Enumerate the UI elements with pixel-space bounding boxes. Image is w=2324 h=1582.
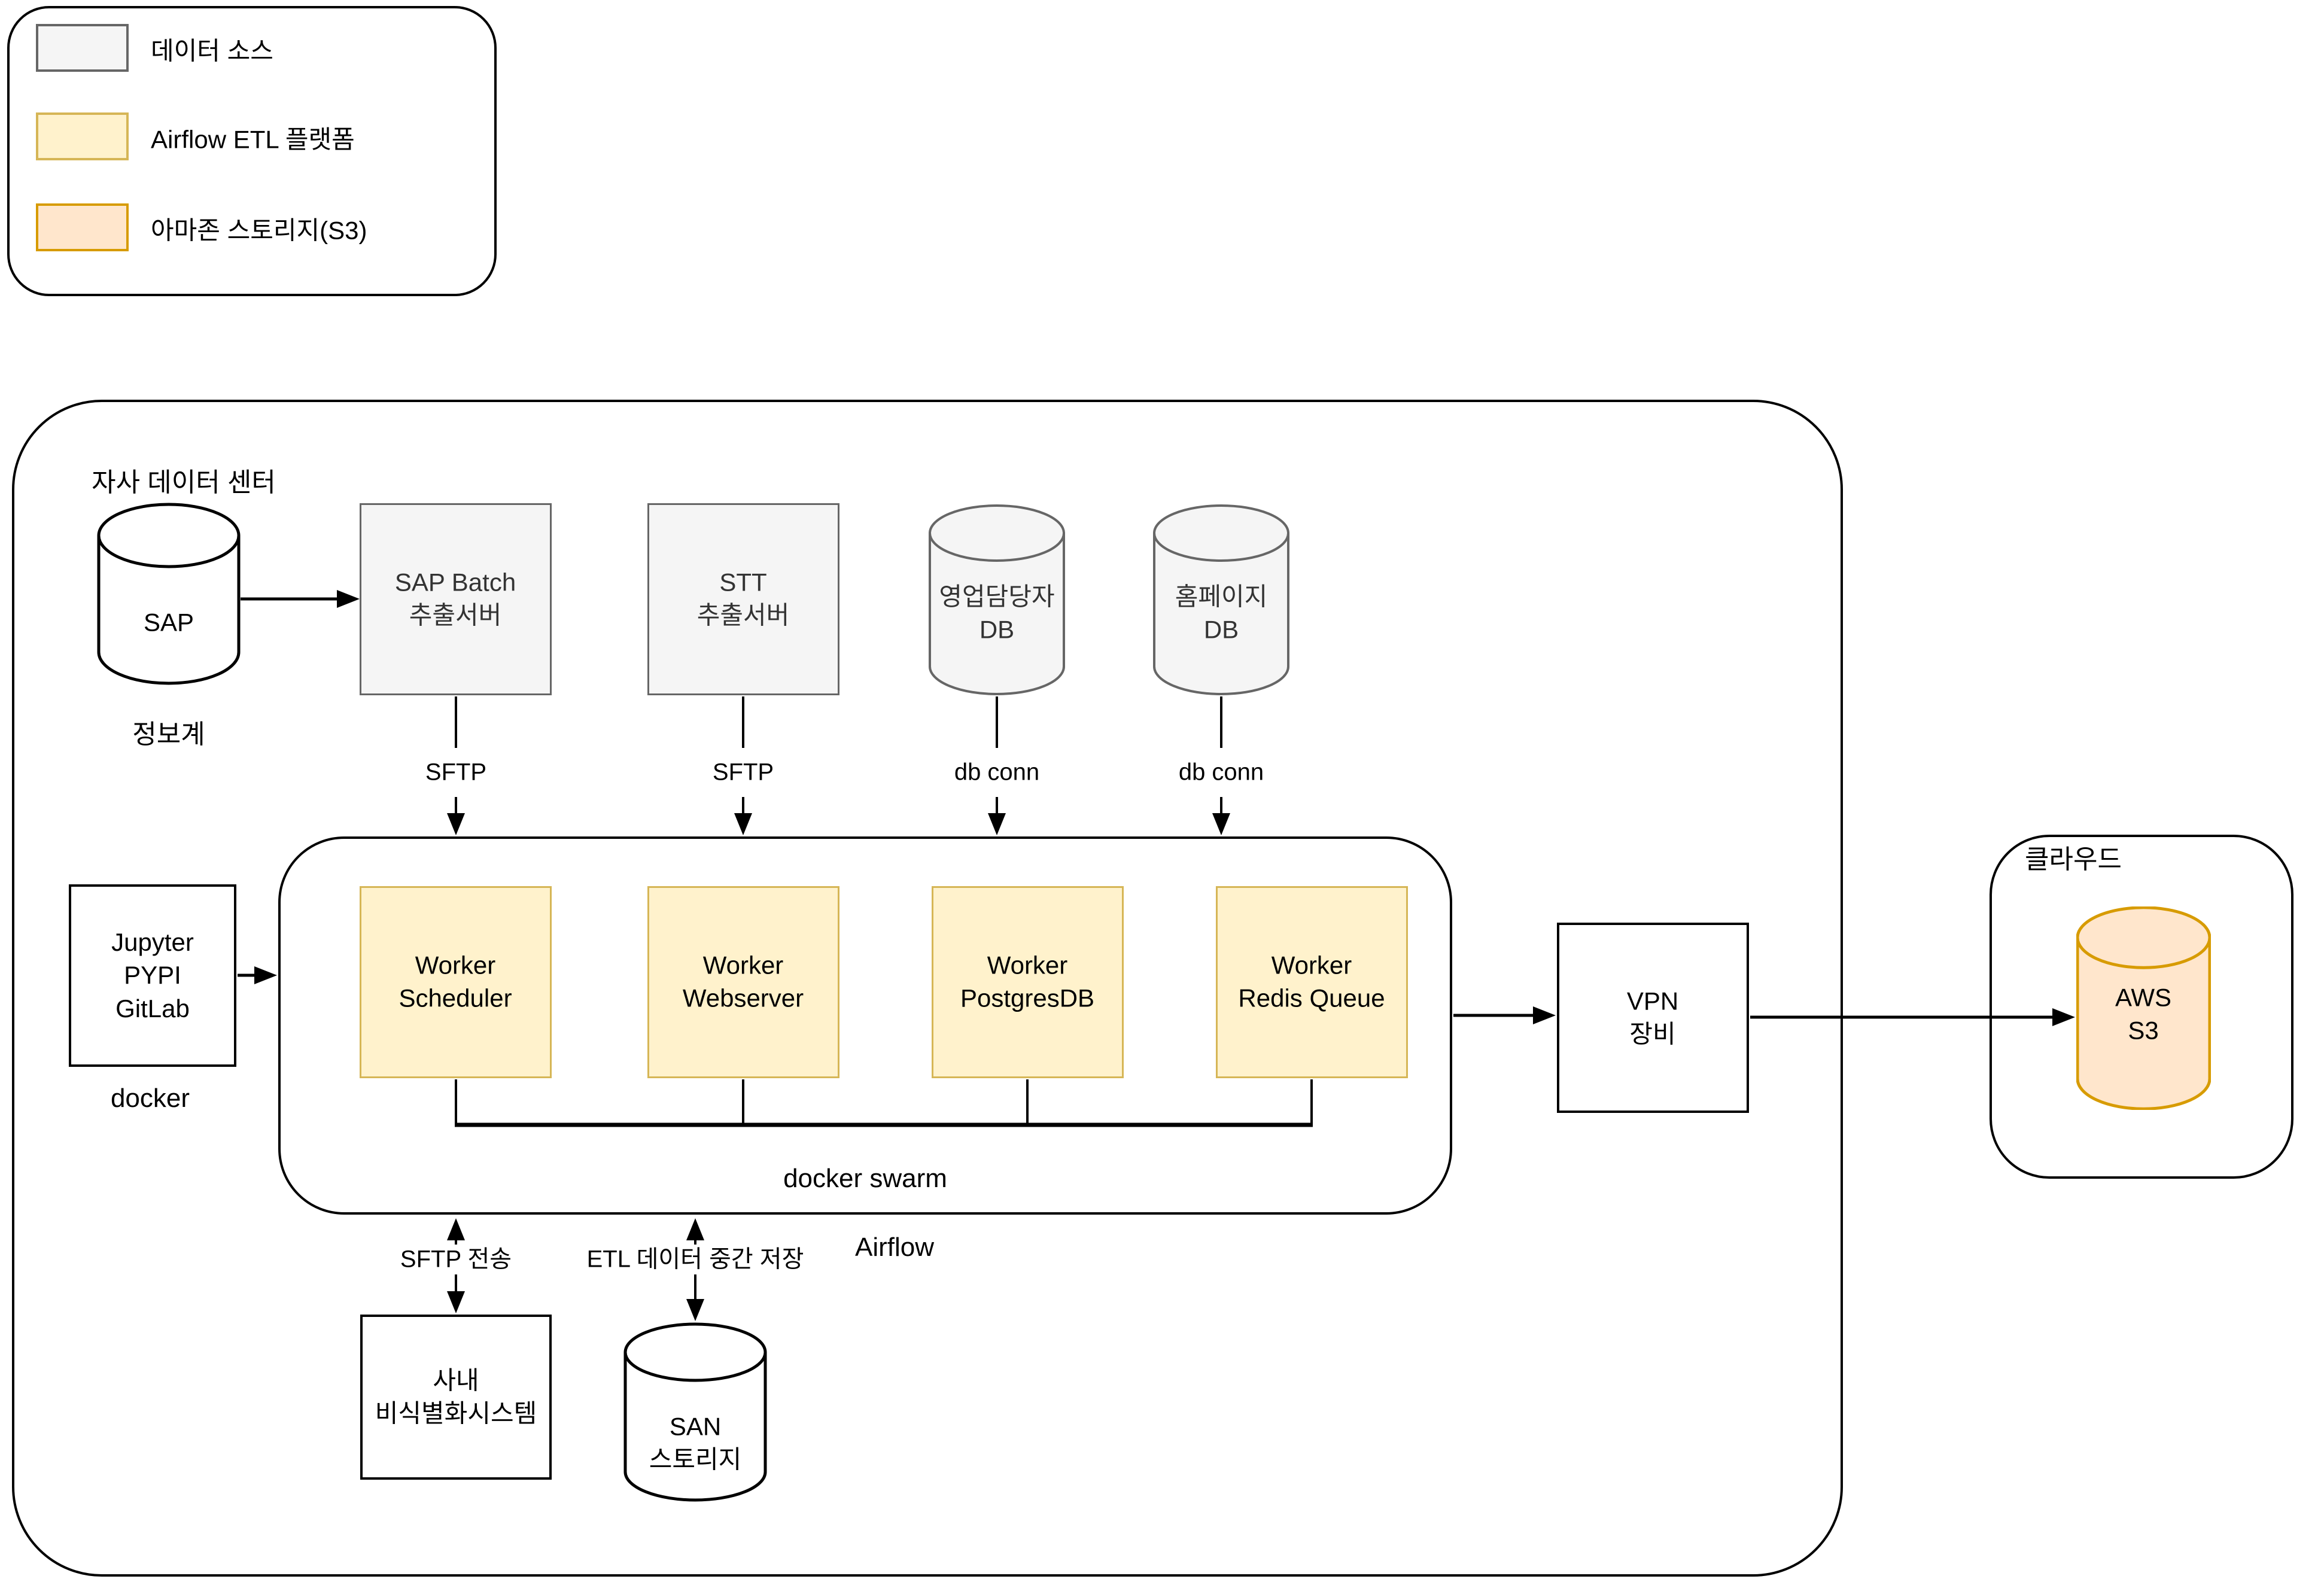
worker-postgresdb-label: Worker PostgresDB [960,951,1095,1012]
node-worker-webserver [647,886,839,1078]
edge-swarm-to-vpn [1453,1006,1556,1024]
node-worker-redis-queue [1216,886,1408,1078]
sap-batch-label: SAP Batch 추출서버 [394,568,516,629]
aws-s3-label: AWS S3 [2115,983,2172,1045]
aws-s3-cylinder-icon [2076,906,2211,1110]
homepage-db-cylinder-icon [1153,504,1289,695]
node-vpn-device [1557,923,1749,1113]
airflow-label: Airflow [854,1232,935,1262]
sap-cylinder-icon [97,503,241,685]
legend-swatch-data-source [36,24,129,72]
datacenter-label: 자사 데이터 센터 [92,467,276,497]
san-storage-cylinder-icon [623,1322,767,1502]
sales-db-cylinder-icon [929,504,1065,695]
legend-label-amazon-s3: 아마존 스토리지(S3) [151,216,367,245]
legend-swatch-amazon-s3 [36,203,129,251]
edge-sftp-a [447,696,465,835]
node-jupyter-pypi-gitlab [69,884,236,1067]
edge-sftp-b [734,696,752,835]
stt-label: STT 추출서버 [696,568,790,629]
edge-sftp-transfer [447,1218,465,1313]
edge-label-dbconn-b: db conn [1178,759,1264,786]
legend-label-airflow-etl: Airflow ETL 플랫폼 [151,125,355,154]
sap-label: SAP [143,608,194,637]
edge-worker-bus [455,1079,1313,1127]
node-internal-deid-system [360,1315,552,1480]
node-worker-postgresdb [932,886,1124,1078]
edge-label-sftp-a: SFTP [425,759,487,786]
edge-etl-store [686,1218,704,1321]
worker-redis-queue-label: Worker Redis Queue [1238,951,1385,1012]
edge-label-sftp-transfer: SFTP 전송 [400,1246,512,1273]
edge-label-sftp-b: SFTP [712,759,774,786]
worker-scheduler-label: Worker Scheduler [399,951,512,1012]
edge-label-etl-store: ETL 데이터 중간 저장 [586,1246,804,1273]
sales-db-label: 영업담당자 DB [939,582,1055,644]
docker-caption: docker [110,1083,190,1113]
cloud-label: 클라우드 [2025,844,2122,874]
edge-label-dbconn-a: db conn [954,759,1040,786]
edge-sap-to-sapbatch [241,590,360,608]
node-sap-batch-server [360,503,552,695]
san-storage-label: SAN 스토리지 [649,1412,742,1474]
homepage-db-label: 홈페이지 DB [1175,582,1268,644]
edge-dbconn-b [1212,696,1230,835]
edge-jupyter-to-swarm [238,966,277,984]
node-worker-scheduler [360,886,552,1078]
legend-swatch-airflow-etl [36,112,129,160]
legend-label-data-source: 데이터 소스 [151,36,273,65]
sap-caption: 정보계 [132,719,205,749]
edge-vpn-to-s3 [1750,1008,2075,1026]
docker-swarm-label: docker swarm [783,1163,947,1193]
internal-deid-label: 사내 비식별화시스템 [375,1366,537,1428]
vpn-label: VPN 장비 [1626,987,1679,1048]
jupyter-label: Jupyter PYPI GitLab [111,927,194,1023]
edge-dbconn-a [988,696,1006,835]
worker-webserver-label: Worker Webserver [682,951,804,1012]
node-stt-server [647,503,839,695]
